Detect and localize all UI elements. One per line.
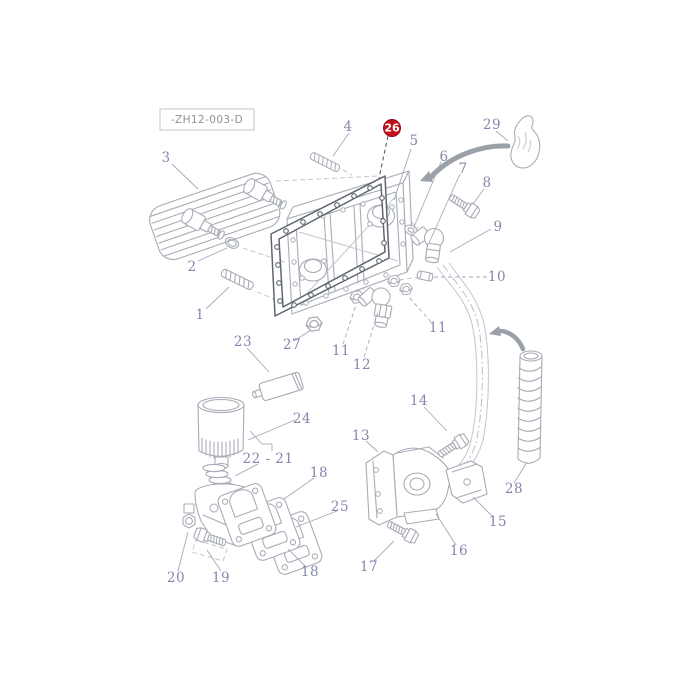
ribbed-hose xyxy=(517,350,543,464)
callout-16: 16 xyxy=(450,543,468,559)
oil-filter xyxy=(197,396,245,470)
leader-line xyxy=(363,311,379,358)
callout-11: 11 xyxy=(429,320,447,336)
callout-17: 17 xyxy=(360,559,378,575)
figure-code-label: -ZH12-003-D xyxy=(171,114,243,126)
flange-bolt xyxy=(182,513,196,529)
leader-line xyxy=(295,510,338,528)
leader-line xyxy=(373,540,395,562)
callout-18: 18 xyxy=(301,564,319,580)
nut xyxy=(398,282,414,296)
callout-27: 27 xyxy=(283,337,301,353)
callout-15: 15 xyxy=(489,514,507,530)
callout-11: 11 xyxy=(332,343,350,359)
thermostat-housing xyxy=(445,460,488,504)
leader-line xyxy=(171,163,199,190)
callout-28: 28 xyxy=(505,481,523,497)
leader-line xyxy=(423,406,448,432)
callout-29: 29 xyxy=(483,117,501,133)
leader-line xyxy=(413,161,442,228)
leader-line xyxy=(246,347,270,373)
leader-line xyxy=(428,173,461,244)
leader-line xyxy=(365,440,379,453)
leader-line xyxy=(513,461,528,484)
outlet-housing xyxy=(365,446,452,526)
callout-13: 13 xyxy=(352,428,370,444)
leader-line xyxy=(197,247,228,262)
callout-20: 20 xyxy=(167,570,185,586)
leader-line xyxy=(449,228,492,253)
relief-valve-spring xyxy=(202,463,235,491)
cover-gasket xyxy=(270,175,390,317)
callout-12: 12 xyxy=(353,357,371,373)
callout-2: 2 xyxy=(187,259,196,275)
sealant-blob xyxy=(510,115,541,169)
hose-route xyxy=(436,262,489,478)
leader-line xyxy=(206,549,222,572)
oil-cooler xyxy=(149,172,290,261)
leader-line xyxy=(435,513,457,546)
leader-line xyxy=(283,477,315,500)
callout-7: 7 xyxy=(458,161,467,177)
elbow-fitting xyxy=(357,287,393,328)
leader-line xyxy=(234,463,259,477)
install-arrow xyxy=(489,326,526,352)
leader-line xyxy=(205,286,230,310)
leader-line xyxy=(293,329,312,342)
sealant-tube xyxy=(252,371,304,401)
leader-line xyxy=(393,148,412,201)
stud xyxy=(308,151,342,173)
leader-line xyxy=(472,496,494,518)
oil-port-boss xyxy=(366,204,396,228)
bolt xyxy=(446,190,482,221)
cover-plate xyxy=(286,170,414,315)
callout-8: 8 xyxy=(482,175,491,191)
leader-line xyxy=(332,132,350,157)
plug xyxy=(416,270,434,282)
callout-24: 24 xyxy=(293,411,311,427)
highlight-badge[interactable] xyxy=(383,119,401,137)
callout-26[interactable]: 26 xyxy=(384,122,400,135)
callout-18: 18 xyxy=(310,465,328,481)
callout-22-21: 22 - 21 xyxy=(242,451,293,467)
callout-5: 5 xyxy=(409,133,418,149)
leader-line xyxy=(378,135,389,179)
callout-14: 14 xyxy=(410,393,428,409)
callout-23: 23 xyxy=(234,334,252,350)
figure-code-tag: -ZH12-003-D xyxy=(159,108,255,131)
leader-line xyxy=(249,430,263,445)
callout-9: 9 xyxy=(493,219,502,235)
callout-10: 10 xyxy=(488,269,506,285)
callout-4: 4 xyxy=(343,119,352,135)
leader-line xyxy=(177,531,189,572)
leader-line xyxy=(472,188,485,205)
callout-6: 6 xyxy=(439,149,448,165)
elbow-fitting xyxy=(410,226,445,264)
leader-line xyxy=(495,130,509,142)
callout-3: 3 xyxy=(161,150,170,166)
callout-25: 25 xyxy=(331,499,349,515)
callout-1: 1 xyxy=(195,307,204,323)
leader-line xyxy=(247,419,296,441)
leader-line xyxy=(342,304,357,345)
o-ring xyxy=(224,237,240,249)
stud xyxy=(219,267,255,292)
callout-19: 19 xyxy=(212,570,230,586)
leader-line xyxy=(287,548,307,568)
oil-port-boss xyxy=(298,258,328,282)
leader-line xyxy=(407,295,432,323)
nut xyxy=(304,315,324,333)
